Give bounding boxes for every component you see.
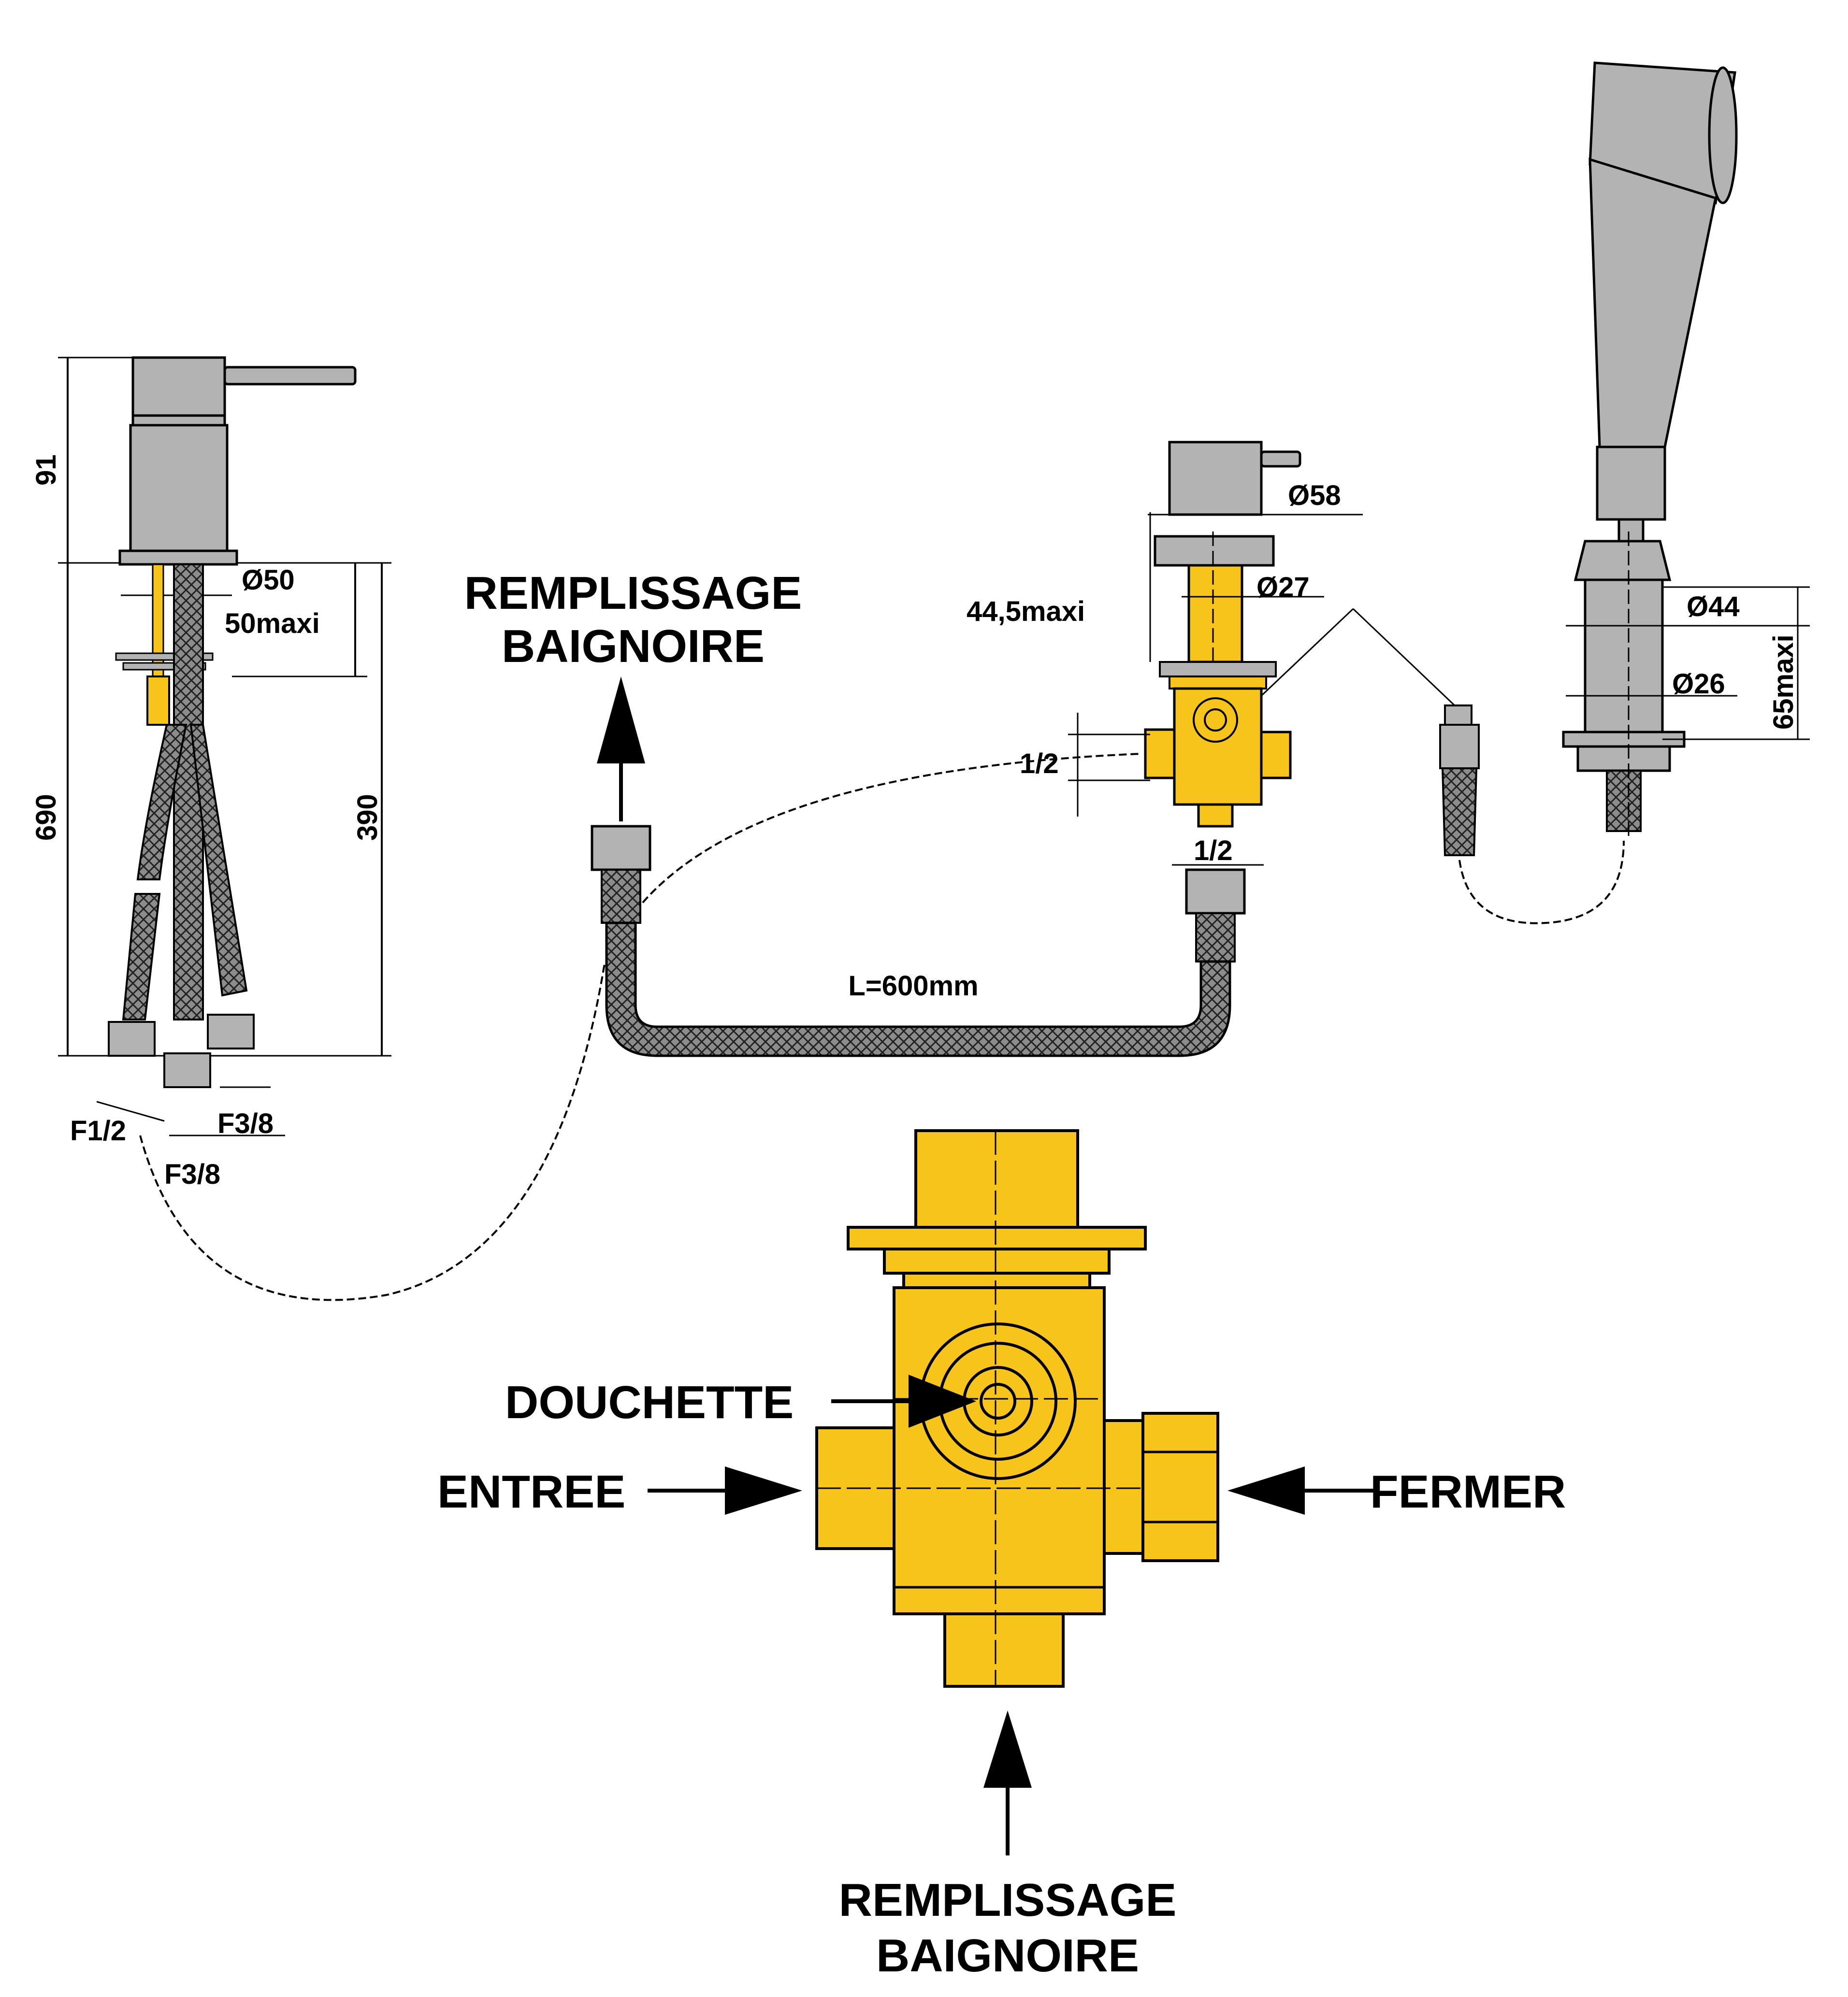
hose-600: L=600mm [591, 825, 1246, 1057]
diverter-body-diameter: Ø27 [1256, 572, 1310, 603]
diverter-drawing: Ø58 Ø27 44,5maxi 1/2 1/2 [967, 441, 1456, 866]
shower-hose-curve [1458, 840, 1625, 924]
detail-douchette: DOUCHETTE [505, 1377, 794, 1428]
diverter-detail: DOUCHETTE ENTREE FERMER REMPLISSAGE BAIG… [437, 1129, 1566, 1982]
shower-outer-diameter: Ø44 [1687, 591, 1740, 622]
detail-fermer: FERMER [1370, 1466, 1566, 1518]
diverter-side-conn: 1/2 [1020, 748, 1059, 779]
dim-690: 690 [30, 794, 62, 841]
dim-91: 91 [30, 454, 62, 486]
mixer-drawing: 91 690 390 Ø50 50maxi F1/2 F3/8 F3/8 [30, 356, 391, 1190]
top-label-line1: REMPLISSAGE [464, 567, 802, 619]
dim-base-diameter: Ø50 [242, 564, 295, 596]
diverter-deck-thickness: 44,5maxi [967, 596, 1085, 627]
conn-f12: F1/2 [70, 1115, 126, 1147]
detail-bottom-line1: REMPLISSAGE [839, 1874, 1177, 1926]
dim-390: 390 [352, 794, 383, 841]
shower-drawing: Ø44 Ø26 65maxi [1439, 61, 1810, 924]
diverter-cap-diameter: Ø58 [1288, 480, 1341, 511]
detail-bottom-line2: BAIGNOIRE [876, 1930, 1139, 1982]
shower-deck-thickness: 65maxi [1768, 634, 1799, 730]
conn-f38-middle: F3/8 [164, 1159, 220, 1190]
shower-inner-diameter: Ø26 [1672, 668, 1725, 700]
hose-length-label: L=600mm [848, 970, 978, 1002]
diverter-bottom-conn: 1/2 [1194, 835, 1233, 866]
dim-deck-thickness: 50maxi [225, 608, 320, 639]
top-label-line2: BAIGNOIRE [502, 620, 765, 672]
top-fill-label: REMPLISSAGE BAIGNOIRE [464, 567, 802, 821]
connection-curve-mixer [139, 753, 1141, 1301]
conn-f38-right: F3/8 [217, 1108, 274, 1139]
detail-entree: ENTREE [437, 1466, 625, 1518]
